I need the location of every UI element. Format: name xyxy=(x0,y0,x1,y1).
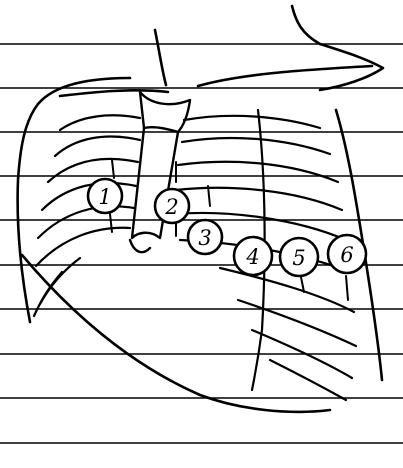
clavicle-right xyxy=(60,90,168,96)
electrode-label: 1 xyxy=(98,185,111,209)
xiphoid xyxy=(130,240,150,252)
ribs-right xyxy=(34,115,140,316)
electrode-v1: 1 xyxy=(88,179,122,213)
electrode-label: 4 xyxy=(245,245,259,269)
neck-right xyxy=(292,6,320,44)
electrode-label: 6 xyxy=(340,243,353,267)
electrode-v3: 3 xyxy=(188,220,222,254)
electrode-label: 2 xyxy=(164,195,178,219)
clavicle-left xyxy=(198,66,372,86)
manubrium xyxy=(140,92,190,132)
electrode-v4: 4 xyxy=(234,237,272,275)
neck-left xyxy=(155,30,166,85)
electrode-label: 3 xyxy=(198,226,211,250)
sternum xyxy=(130,92,190,252)
electrode-v5: 5 xyxy=(280,238,318,276)
lower-margin xyxy=(22,255,330,412)
electrode-v2: 2 xyxy=(155,189,189,223)
torso-outline xyxy=(18,6,383,412)
intercostal-ticks xyxy=(110,160,348,300)
electrode-v6: 6 xyxy=(328,235,366,273)
electrode-label: 5 xyxy=(292,246,305,270)
